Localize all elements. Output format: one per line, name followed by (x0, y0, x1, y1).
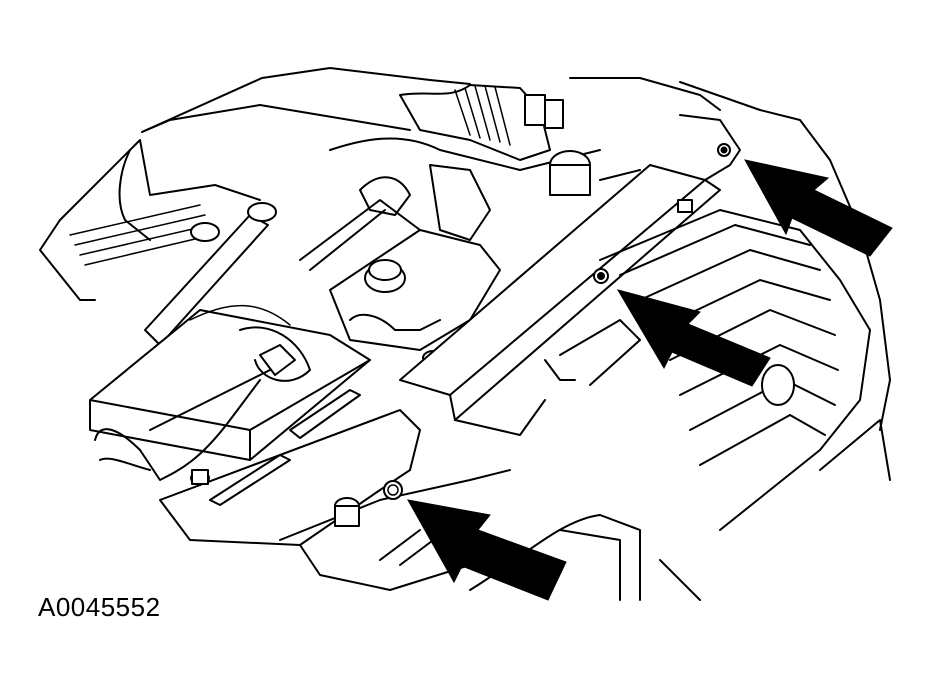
radiator-support-bolt-right (717, 143, 731, 157)
wiring (94, 369, 271, 481)
intake-hose (399, 84, 564, 161)
engine-components (299, 137, 601, 301)
arrow-icon (744, 159, 893, 257)
radiator-support (399, 114, 741, 436)
figure-id-label: A0045552 (38, 592, 161, 622)
left-fender (39, 139, 261, 301)
hood-outline (141, 67, 891, 431)
arrow-icon (407, 499, 567, 601)
lower-panel (159, 389, 511, 591)
battery (89, 304, 371, 461)
hood-prop-rod (144, 202, 277, 346)
arrow-icon (616, 289, 771, 387)
coolant-reservoir (329, 229, 501, 366)
front-grille (544, 209, 871, 531)
radiator-support-bolt-center (593, 268, 609, 284)
radiator-support-bolt-left (383, 480, 403, 500)
